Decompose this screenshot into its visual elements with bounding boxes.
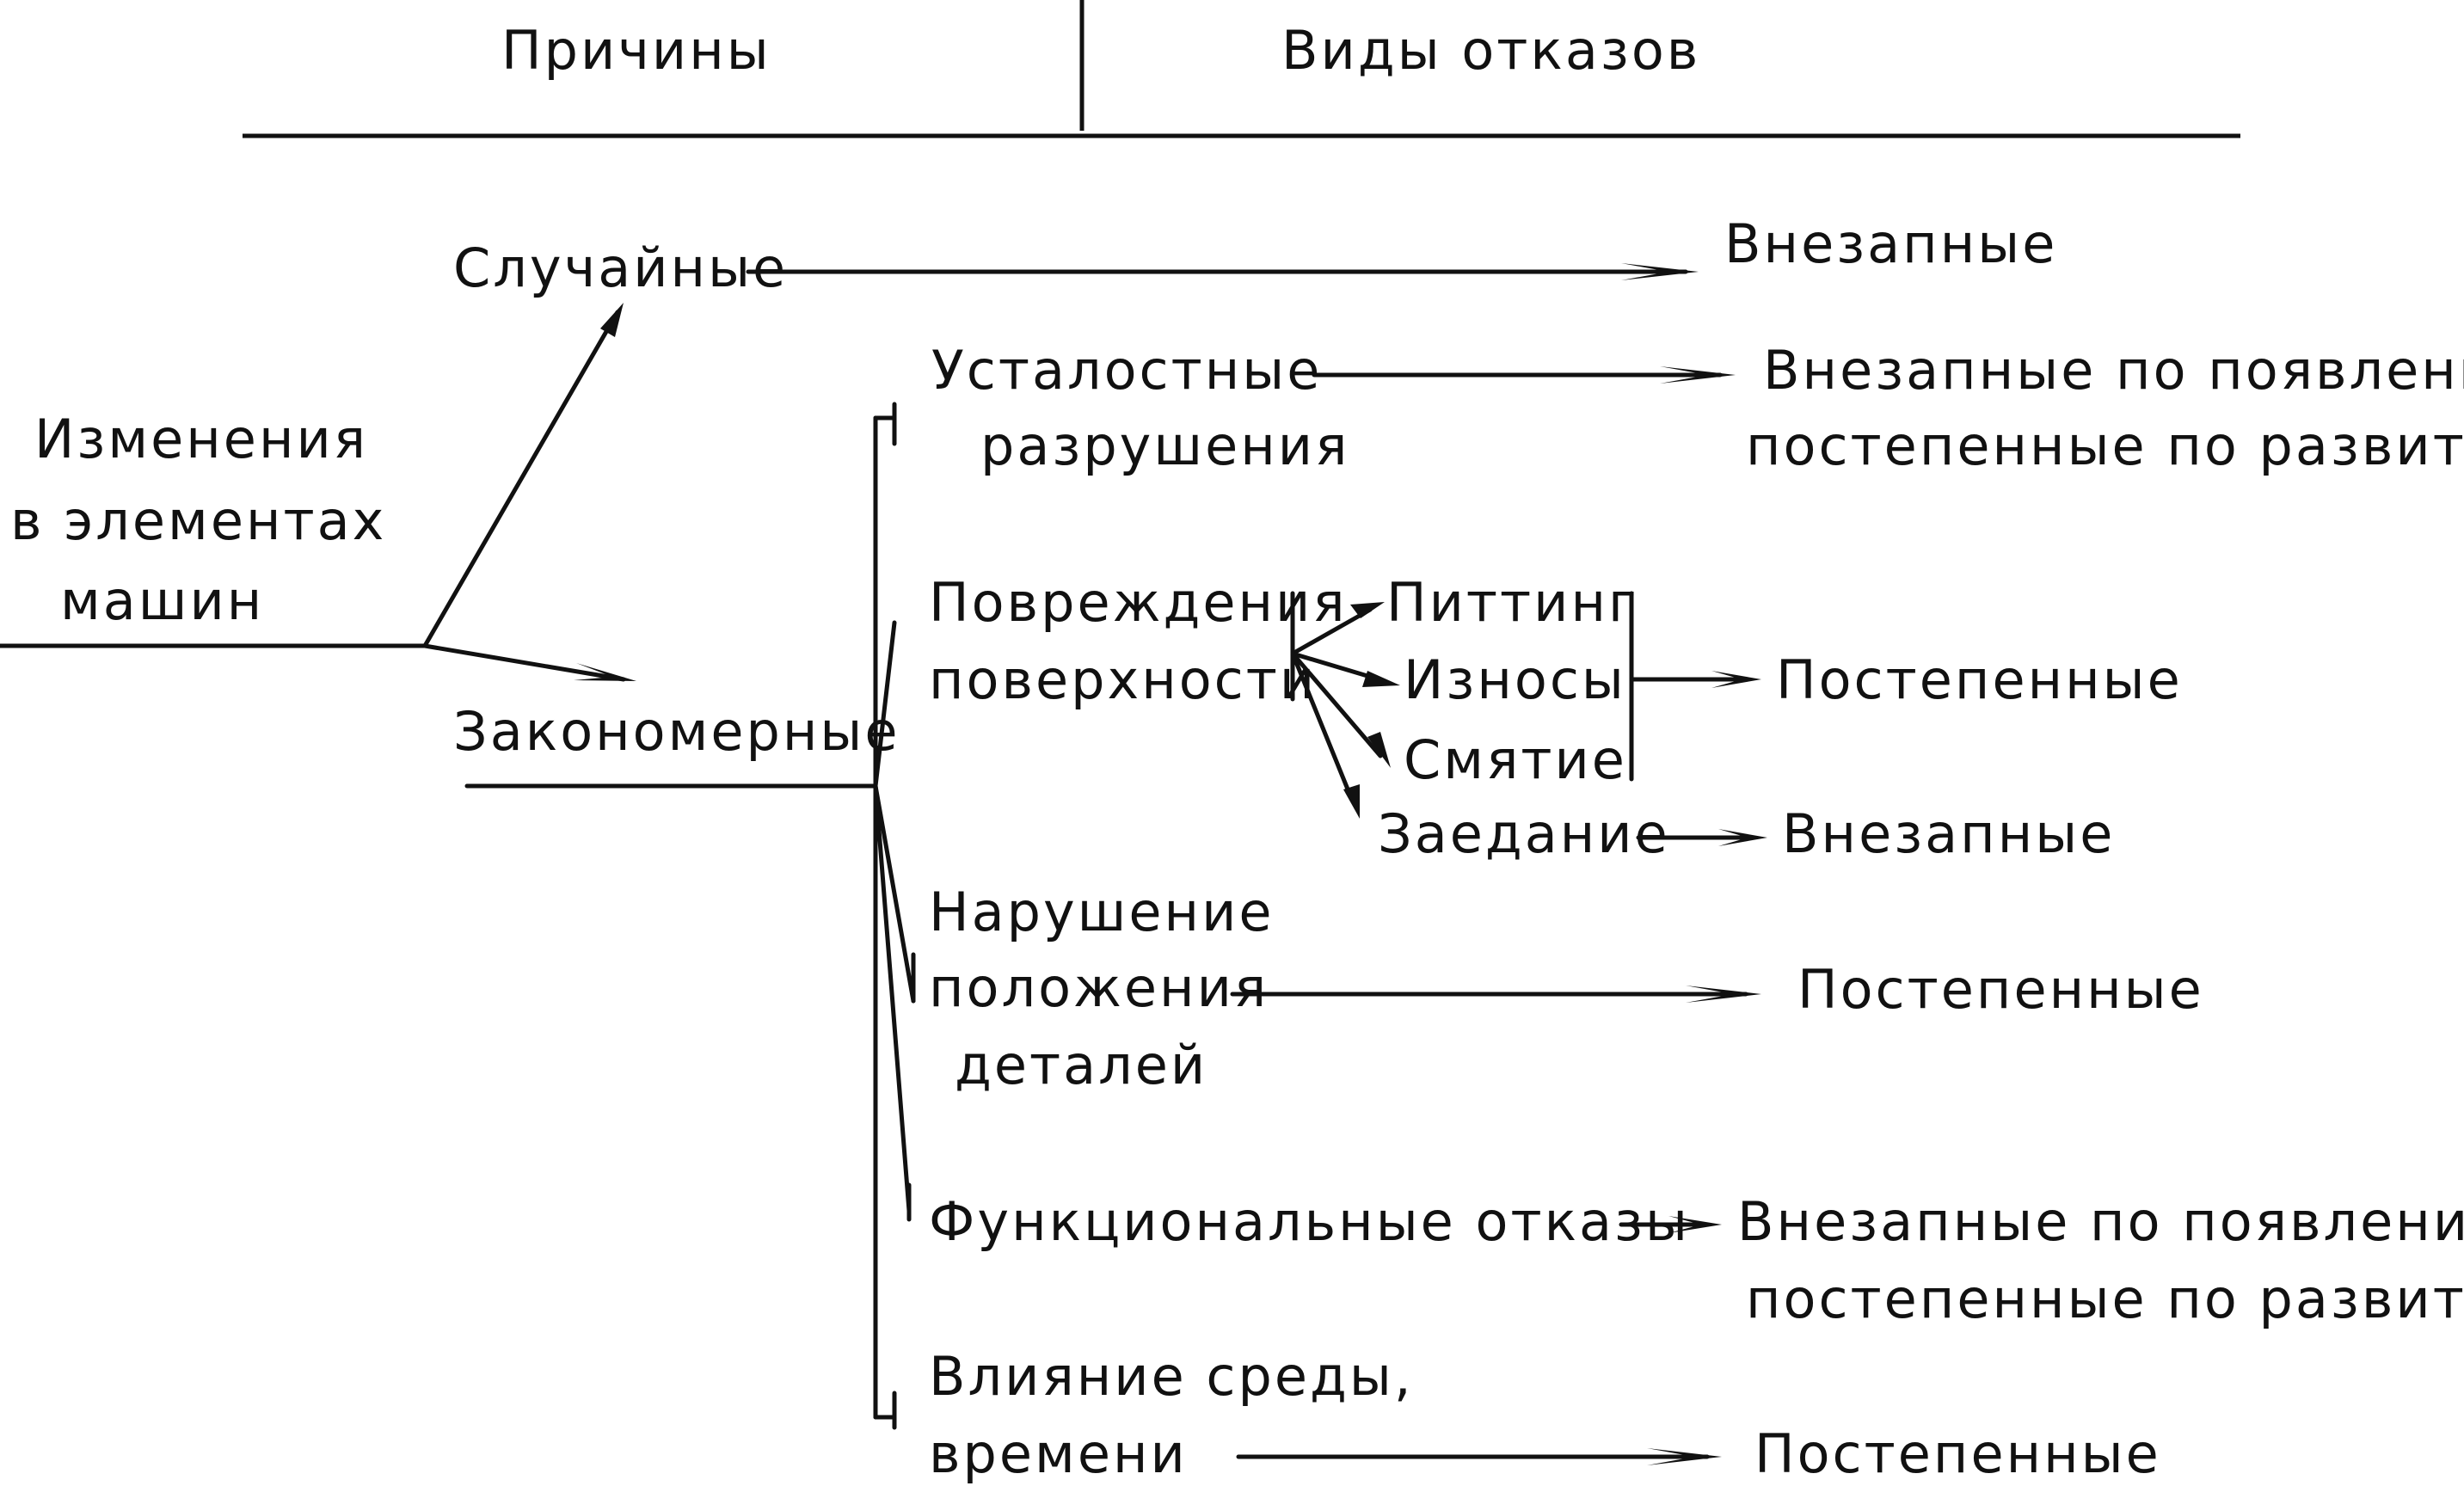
- position-label-line2: положения: [929, 956, 1269, 1019]
- surface-to-seizure-edge: [1290, 651, 1355, 802]
- root-to-regular-arrowhead: [574, 663, 636, 681]
- seizure-arrowhead: [1343, 784, 1360, 819]
- surface-connector: [873, 620, 897, 789]
- environment-arrowhead: [1647, 1448, 1722, 1465]
- header-failure-types: Виды отказов: [1281, 19, 1700, 82]
- position-result: Постепенные: [1797, 958, 2204, 1021]
- position-label-line3: деталей: [955, 1034, 1207, 1096]
- crush-label: Смятие: [1404, 728, 1627, 791]
- functional-connector: [873, 783, 912, 1213]
- root-label-line2: в элементах: [10, 489, 386, 552]
- regular-label: Закономерные: [453, 700, 900, 763]
- header-causes: Причины: [501, 19, 771, 82]
- functional-label: Функциональные отказы: [929, 1190, 1690, 1253]
- functional-result-line2: постепенные по развитию: [1746, 1268, 2464, 1330]
- root-label-line3: машин: [60, 569, 264, 632]
- fatigue-label-line2: разрушения: [980, 414, 1349, 477]
- root-to-regular-edge: [422, 643, 626, 682]
- position-arrowhead: [1686, 986, 1761, 1003]
- random-arrowhead: [1621, 263, 1699, 280]
- root-label-line1: Изменения: [34, 408, 368, 470]
- seizure-label: Заедание: [1378, 802, 1670, 865]
- surface-gradual-result: Постепенные: [1776, 648, 2183, 711]
- pitting-label: Питтинг: [1386, 571, 1639, 634]
- functional-arrowhead: [1668, 1216, 1722, 1233]
- crush-arrowhead: [1367, 732, 1391, 768]
- environment-label-line2: времени: [929, 1422, 1188, 1485]
- surface-to-pitting-edge: [1290, 607, 1373, 656]
- fatigue-result-line1: Внезапные по появлению,: [1763, 339, 2464, 402]
- surface-label-line1: Повреждения: [929, 571, 1348, 634]
- surface-to-crush-edge: [1290, 651, 1383, 758]
- wear-label: Износы: [1404, 648, 1626, 711]
- random-result: Внезапные: [1724, 212, 2057, 275]
- pitting-arrowhead: [1350, 602, 1385, 618]
- environment-result: Постепенные: [1754, 1422, 2161, 1485]
- position-connector: [873, 783, 916, 1004]
- seizure-result-arrowhead: [1718, 829, 1767, 846]
- root-to-random-edge: [422, 310, 620, 648]
- random-label: Случайные: [453, 236, 788, 299]
- fatigue-label-line1: Усталостные: [931, 339, 1322, 402]
- environment-label-line1: Влияние среды,: [929, 1345, 1414, 1408]
- position-label-line1: Нарушение: [929, 881, 1275, 943]
- gradual-arrowhead: [1711, 671, 1761, 688]
- fatigue-arrowhead: [1660, 366, 1736, 384]
- surface-label-line2: поверхности: [929, 648, 1317, 711]
- wear-arrowhead: [1362, 671, 1400, 687]
- fatigue-result-line2: постепенные по развитию: [1746, 414, 2464, 477]
- functional-result-line1: Внезапные по появлению,: [1737, 1190, 2464, 1253]
- root-to-random-arrowhead: [600, 303, 624, 337]
- seizure-result: Внезапные: [1782, 802, 2115, 865]
